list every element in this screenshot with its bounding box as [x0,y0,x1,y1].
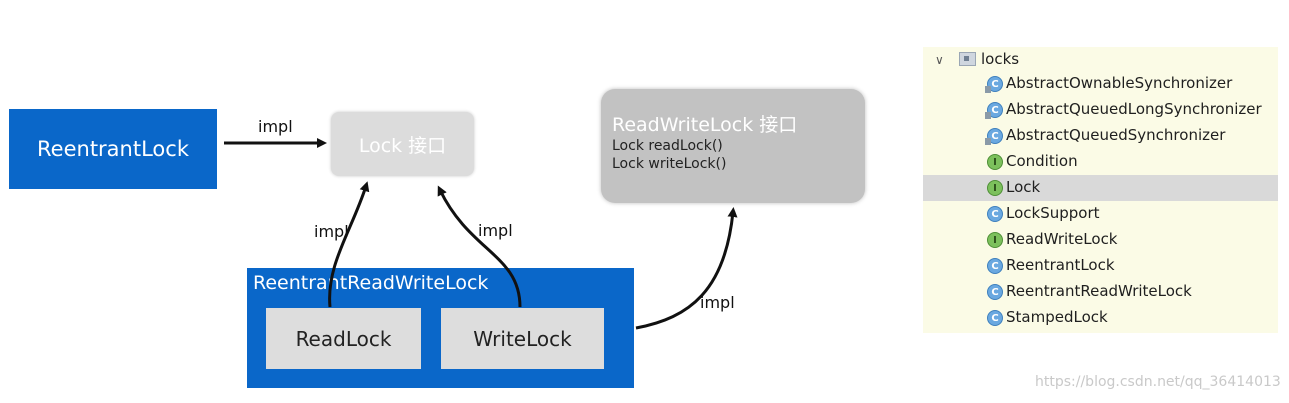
package-folder-icon [959,52,976,66]
readlock-method: Lock readLock() [612,138,723,154]
tree-item[interactable]: C StampedLock [923,305,1278,331]
tree-item-label: ReentrantLock [1006,256,1115,274]
interface-icon: I [987,154,1003,170]
class-icon: C [987,258,1003,274]
tree-root-locks[interactable]: ∨ locks [923,47,1278,73]
reentrantreadwritelock-title: ReentrantReadWriteLock [253,272,489,294]
tree-item-selected[interactable]: I Lock [923,175,1278,201]
tree-item-label: AbstractQueuedLongSynchronizer [1006,100,1262,118]
writelock-method: Lock writeLock() [612,156,727,172]
writelock-box: WriteLock [441,308,604,369]
tree-item-label: ReadWriteLock [1006,230,1118,248]
tree-item[interactable]: C AbstractQueuedLongSynchronizer [923,97,1278,123]
tree-item[interactable]: I Condition [923,149,1278,175]
readwritelock-interface-box: ReadWriteLock 接口 Lock readLock() Lock wr… [601,89,865,203]
tree-item[interactable]: C AbstractOwnableSynchronizer [923,71,1278,97]
abstract-class-icon: C [985,102,1003,119]
watermark: https://blog.csdn.net/qq_36414013 [1035,374,1281,390]
lock-interface-box: Lock 接口 [331,112,474,176]
interface-icon: I [987,232,1003,248]
tree-item-label: Lock [1006,178,1041,196]
tree-item[interactable]: C LockSupport [923,201,1278,227]
readlock-to-lock-arrow [328,181,370,308]
class-icon: C [987,310,1003,326]
abstract-class-icon: C [985,128,1003,145]
readwritelock-interface-title: ReadWriteLock 接口 [612,114,798,136]
tree-item[interactable]: C AbstractQueuedSynchronizer [923,123,1278,149]
tree-item[interactable]: I ReadWriteLock [923,227,1278,253]
abstract-class-icon: C [985,76,1003,93]
reentrantlock-label: ReentrantLock [37,137,189,161]
tree-item-label: Condition [1006,152,1078,170]
package-tree: ∨ locks C AbstractOwnableSynchronizer C … [923,47,1278,333]
writelock-to-lock-arrow [437,185,522,308]
interface-icon: I [987,180,1003,196]
impl-label: impl [700,293,735,312]
writelock-to-readwritelock-arrow [635,207,738,330]
impl-label: impl [314,222,349,241]
writelock-label: WriteLock [473,326,572,351]
chevron-down-icon[interactable]: ∨ [935,53,944,67]
tree-item-label: AbstractOwnableSynchronizer [1006,74,1233,92]
readlock-box: ReadLock [266,308,421,369]
reentrantlock-box: ReentrantLock [9,109,217,189]
impl-label: impl [478,221,513,240]
class-icon: C [987,284,1003,300]
lock-interface-label: Lock 接口 [358,134,447,157]
tree-item-label: LockSupport [1006,204,1100,222]
tree-item[interactable]: C ReentrantReadWriteLock [923,279,1278,305]
readlock-label: ReadLock [295,326,392,351]
tree-item-label: AbstractQueuedSynchronizer [1006,126,1226,144]
tree-root-label: locks [981,50,1020,68]
impl-label: impl [258,117,293,136]
tree-item-label: StampedLock [1006,308,1108,326]
tree-item[interactable]: C ReentrantLock [923,253,1278,279]
class-icon: C [987,206,1003,222]
tree-item-label: ReentrantReadWriteLock [1006,282,1192,300]
